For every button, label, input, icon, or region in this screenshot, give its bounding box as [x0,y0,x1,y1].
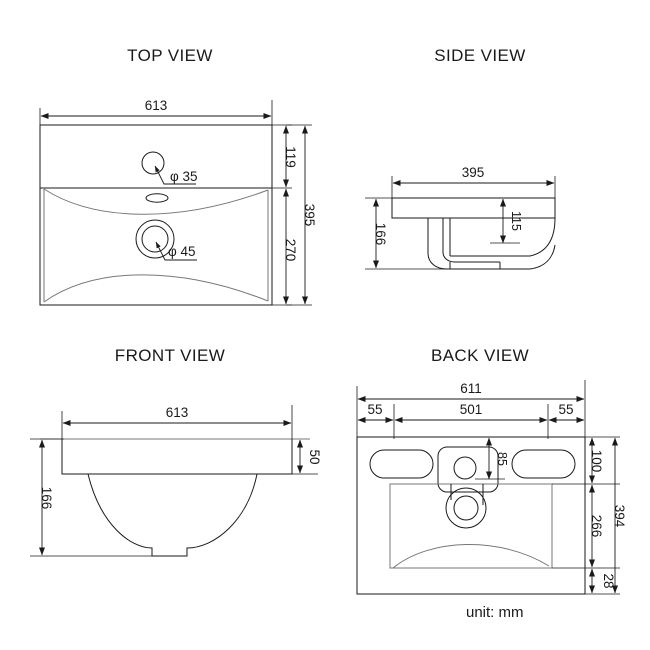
top-view-geometry: φ 35 φ 45 613 119 270 395 [39,98,317,306]
back-center-span-label: 501 [460,402,483,417]
back-bottom-band-label: 28 [601,573,616,588]
back-total-width-label: 611 [460,381,482,396]
front-view-title: FRONT VIEW [114,346,226,365]
back-left-margin-label: 55 [367,402,382,417]
top-view-title: TOP VIEW [127,46,213,65]
top-drain-dia-label: φ 45 [168,244,196,259]
top-total-depth-label: 395 [302,204,317,227]
front-width-label: 613 [166,405,189,420]
back-bracket-height-label: 85 [495,452,509,466]
top-ledge-depth-label: 119 [283,146,298,168]
side-view-geometry: 395 166 115 [365,165,556,270]
back-view-geometry: 611 55 501 55 85 100 266 [356,380,627,595]
back-view-title: BACK VIEW [430,346,530,365]
top-overflow-dia-label: φ 35 [170,169,198,184]
back-recess-height-label: 266 [589,515,604,538]
top-bowl-depth-label: 270 [283,239,298,262]
side-view-title: SIDE VIEW [434,46,526,65]
side-depth-label: 395 [462,165,485,180]
side-bowl-depth-label: 115 [509,211,523,231]
front-height-label: 166 [39,487,54,510]
front-deck-thickness-label: 50 [307,449,322,464]
front-view-geometry: 613 166 50 [30,405,322,557]
side-height-label: 166 [373,223,388,246]
back-total-height-label: 394 [612,505,627,528]
back-right-margin-label: 55 [558,402,573,417]
back-top-band-label: 100 [589,450,604,473]
top-width-label: 613 [145,98,168,113]
unit-note: unit: mm [466,604,524,621]
